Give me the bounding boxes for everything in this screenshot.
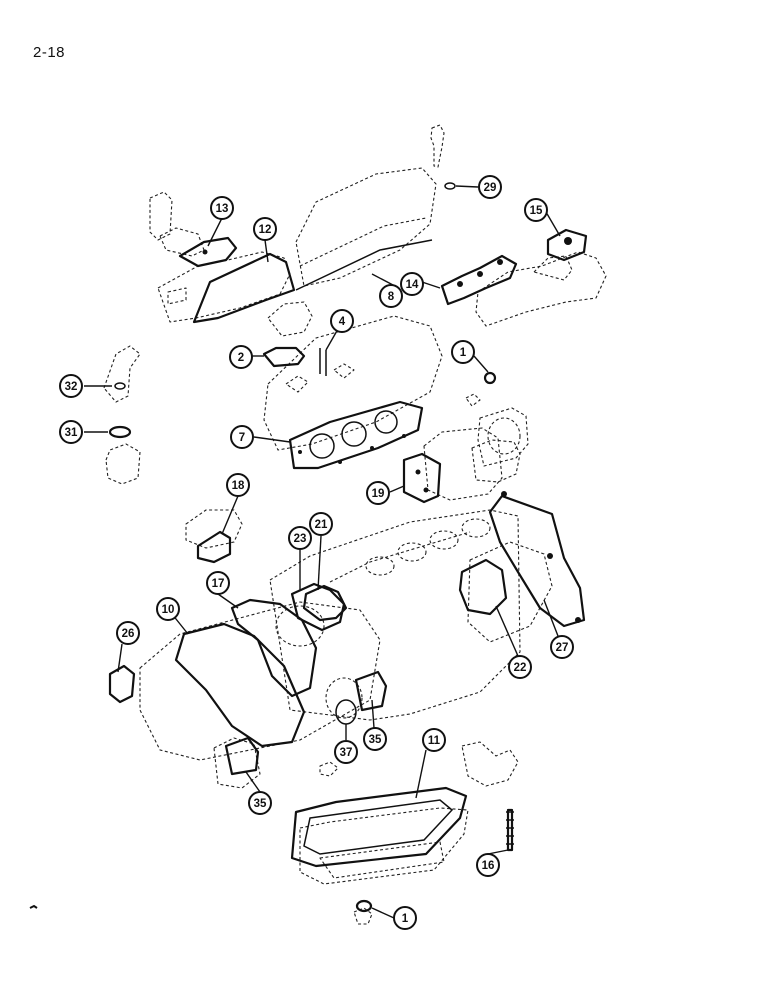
svg-text:12: 12 <box>259 224 272 236</box>
svg-text:7: 7 <box>239 432 245 444</box>
svg-text:11: 11 <box>428 735 441 747</box>
svg-text:21: 21 <box>315 519 328 531</box>
callout-32: 32 <box>59 374 83 398</box>
svg-text:22: 22 <box>514 662 527 674</box>
callout-12: 12 <box>253 217 277 241</box>
svg-text:32: 32 <box>65 381 78 393</box>
callout-26: 26 <box>116 621 140 645</box>
callout-37: 37 <box>334 740 358 764</box>
svg-text:31: 31 <box>65 427 78 439</box>
callout-27: 27 <box>550 635 574 659</box>
svg-text:29: 29 <box>484 182 497 194</box>
svg-text:2: 2 <box>238 352 244 364</box>
callout-31: 31 <box>59 420 83 444</box>
callout-7: 7 <box>230 425 254 449</box>
svg-text:27: 27 <box>556 642 569 654</box>
callout-8: 8 <box>379 284 403 308</box>
svg-text:15: 15 <box>530 205 543 217</box>
callout-35-right: 35 <box>363 727 387 751</box>
callout-18: 18 <box>226 473 250 497</box>
svg-text:37: 37 <box>340 747 353 759</box>
svg-text:4: 4 <box>339 316 346 328</box>
callout-17: 17 <box>206 571 230 595</box>
leader-lines <box>84 185 561 919</box>
svg-text:10: 10 <box>162 604 175 616</box>
callout-23: 23 <box>288 526 312 550</box>
callout-11: 11 <box>422 728 446 752</box>
callout-2: 2 <box>229 345 253 369</box>
callout-1-lower: 1 <box>393 906 417 930</box>
gaskets <box>108 182 588 913</box>
svg-text:23: 23 <box>294 533 307 545</box>
stray-mark <box>29 904 38 909</box>
svg-text:19: 19 <box>372 488 385 500</box>
dashed-part-outlines <box>103 124 607 925</box>
callout-13: 13 <box>210 196 234 220</box>
svg-text:17: 17 <box>212 578 225 590</box>
callout-35-left: 35 <box>248 791 272 815</box>
callout-19: 19 <box>366 481 390 505</box>
callout-22: 22 <box>508 655 532 679</box>
callout-14: 14 <box>400 272 424 296</box>
svg-text:35: 35 <box>369 734 382 746</box>
svg-text:26: 26 <box>122 628 135 640</box>
callout-4: 4 <box>330 309 354 333</box>
callout-10: 10 <box>156 597 180 621</box>
svg-text:35: 35 <box>254 798 267 810</box>
callout-16: 16 <box>476 853 500 877</box>
svg-text:14: 14 <box>406 279 419 291</box>
callout-29: 29 <box>478 175 502 199</box>
callouts: 13 12 8 14 15 29 2 4 1 32 31 7 19 18 23 … <box>59 175 574 930</box>
svg-text:13: 13 <box>216 203 229 215</box>
svg-text:8: 8 <box>388 291 395 303</box>
callout-15: 15 <box>524 198 548 222</box>
svg-text:1: 1 <box>460 347 467 359</box>
svg-text:18: 18 <box>232 480 245 492</box>
callout-1-upper: 1 <box>451 340 475 364</box>
page-number: 2-18 <box>33 44 66 61</box>
callout-21: 21 <box>309 512 333 536</box>
svg-text:1: 1 <box>402 913 409 925</box>
svg-text:16: 16 <box>482 860 495 872</box>
